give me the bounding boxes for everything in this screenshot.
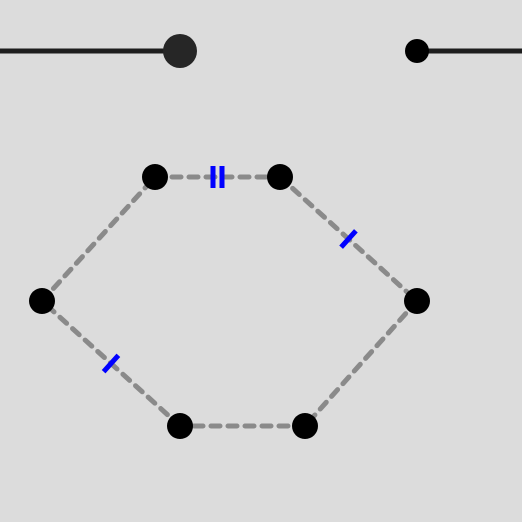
slider-knob[interactable]: [163, 34, 197, 68]
polygon-vertices[interactable]: [29, 164, 430, 439]
vertex-bottom-left[interactable]: [167, 413, 193, 439]
vertex-top-right[interactable]: [267, 164, 293, 190]
vertex-bottom-right[interactable]: [292, 413, 318, 439]
edge-bottom-left-tick-mark: [101, 353, 121, 374]
vertex-top-left[interactable]: [142, 164, 168, 190]
edge-top-left: [39, 174, 158, 304]
edge-bottom-right: [302, 298, 420, 429]
slider-end-point[interactable]: [405, 39, 429, 63]
vertex-right[interactable]: [404, 288, 430, 314]
edge-top-right-tick-mark: [339, 229, 358, 249]
slider[interactable]: [0, 34, 522, 68]
vertex-left[interactable]: [29, 288, 55, 314]
edge-tick-marks: [101, 166, 358, 374]
